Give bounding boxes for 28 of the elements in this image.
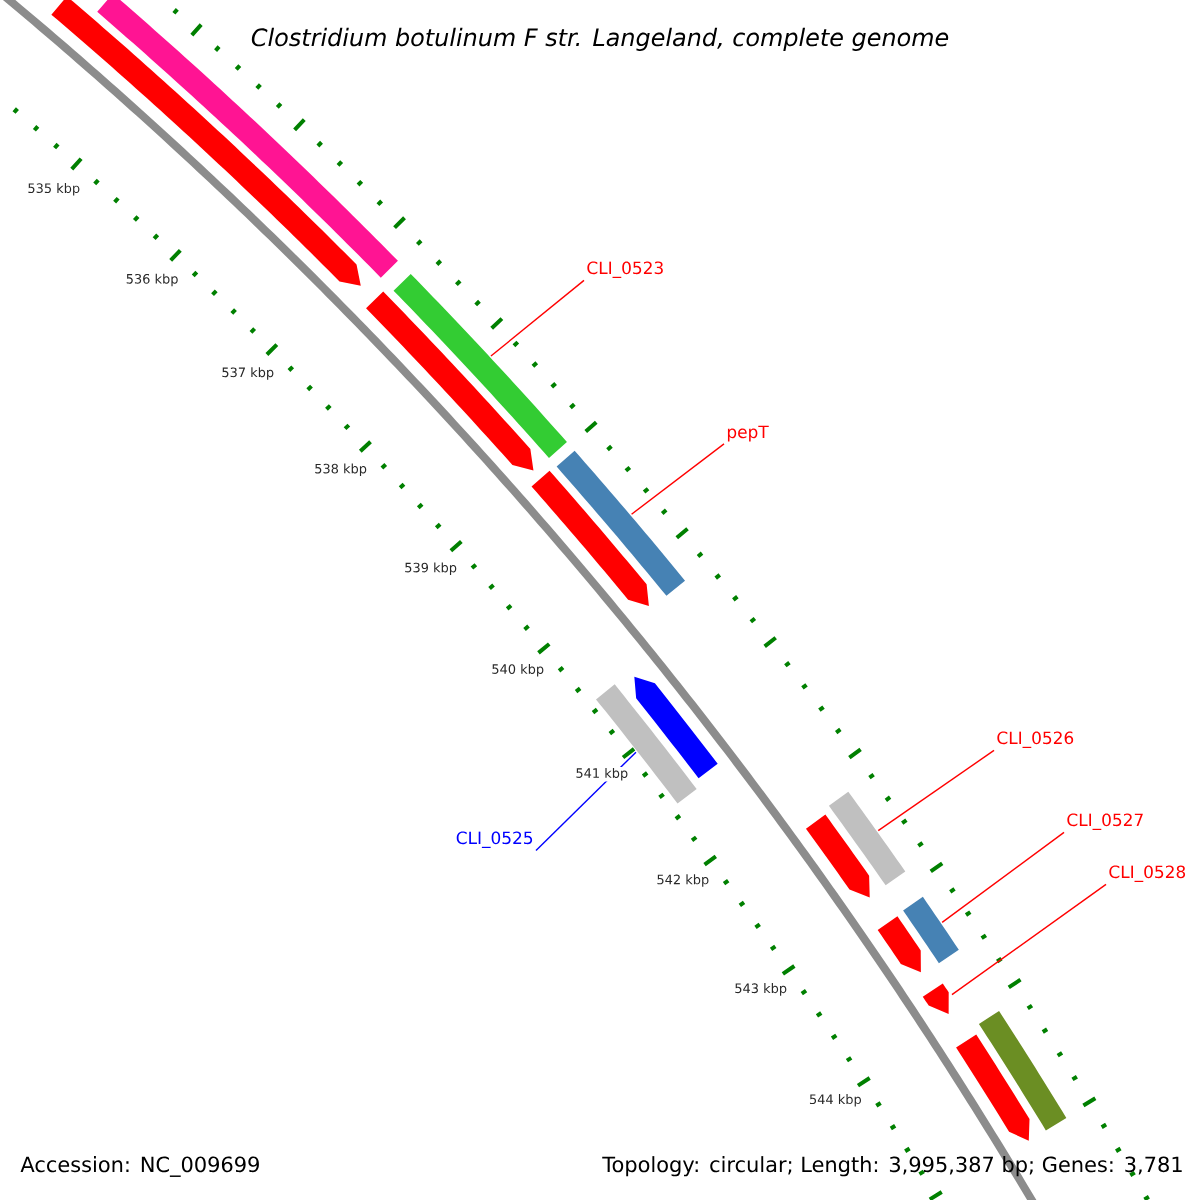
leader-line xyxy=(630,443,725,515)
leader-line xyxy=(877,749,995,832)
gene-bar xyxy=(828,791,906,886)
leader-line xyxy=(951,883,1107,996)
gene-label: CLI_0526 xyxy=(997,731,1074,748)
gene-bar xyxy=(556,450,685,596)
gene-segment xyxy=(956,1034,1030,1141)
gene-bar xyxy=(596,684,697,804)
gene-segment xyxy=(634,676,718,779)
gene-bar xyxy=(393,273,567,458)
leader-line xyxy=(490,279,585,357)
gene-bar xyxy=(978,1010,1067,1131)
gene-segment xyxy=(531,470,649,606)
map-title: Clostridium botulinum F str. Langeland, complete genome xyxy=(251,27,949,51)
gene-label: CLI_0528 xyxy=(1109,865,1186,882)
info-text: Accession: NC_009699 xyxy=(18,1154,263,1179)
leader-line xyxy=(535,751,637,852)
gene-label: pepT xyxy=(727,425,769,442)
gene-bar xyxy=(903,896,959,964)
gene-label: CLI_0527 xyxy=(1067,813,1143,830)
gene-label: CLI_0525 xyxy=(456,831,533,848)
gene-label: CLI_0523 xyxy=(587,261,663,278)
gene-segment xyxy=(366,291,534,471)
gene-segment xyxy=(922,983,949,1015)
info-text: Topology: circular; Length: 3,995,387 bp; Genes: 3,781 xyxy=(602,1156,1182,1177)
leader-line xyxy=(941,831,1065,924)
gene-segment xyxy=(805,814,870,898)
gene-segment xyxy=(877,916,921,973)
